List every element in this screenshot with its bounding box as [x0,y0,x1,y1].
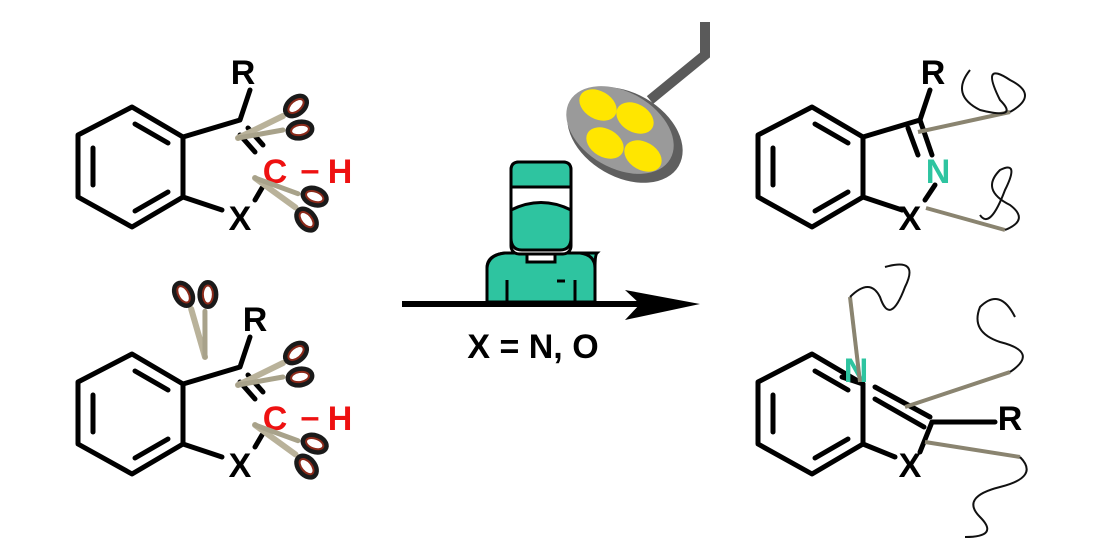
heteroatom-x: X [229,200,252,238]
product-2: N R X [758,263,1028,538]
surgeon-icon [485,160,601,304]
ch-bond: – [301,151,320,189]
substituent-r: R [243,301,268,339]
surgical-lamp-icon [566,22,710,183]
hydrogen-label: H [328,400,353,438]
suture-icon [848,263,1028,538]
heteroatom-x: X [899,447,922,485]
substituent-r: R [921,54,946,92]
benzene-ring [78,107,183,227]
heteroatom-x: X [899,200,922,238]
reactant-1: R X C – H [78,54,352,238]
substituent-r: R [998,400,1023,438]
hydrogen-label: H [328,153,353,191]
product-1: R N X [758,54,1026,238]
heteroatom-x: X [229,447,252,485]
substituent-r: R [231,54,256,92]
benzene-ring [78,354,183,474]
nitrogen-label: N [926,153,951,191]
ch-bond: – [301,398,320,436]
reactant-2: R X C – H [78,275,352,485]
scissors-icon [160,275,220,357]
conditions-label: X = N, O [467,328,598,366]
suture-icon [917,69,1026,232]
benzene-ring [758,107,863,227]
reaction-arrow [402,290,700,320]
